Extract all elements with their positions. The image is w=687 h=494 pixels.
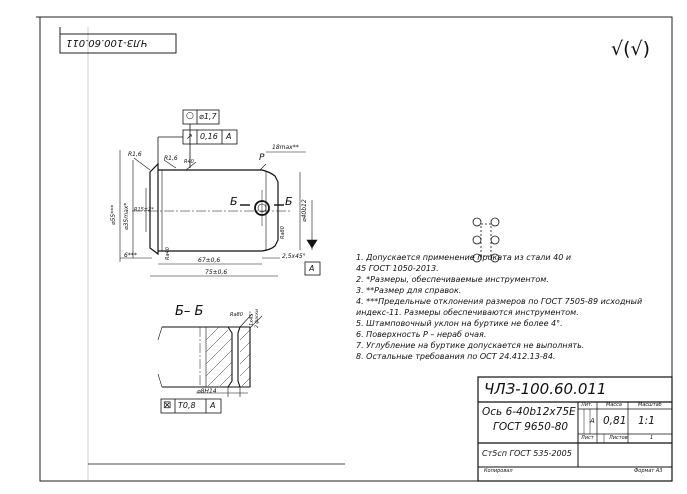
title-designation: ЧЛЗ-100.60.011: [484, 380, 607, 398]
section-ra: Ra80: [230, 312, 243, 318]
dim-len-67: 67±0,6: [198, 257, 221, 264]
note-line: 8. Остальные требования по ОСТ 24.412.13…: [356, 352, 556, 361]
cut-label-right: Б: [285, 195, 293, 208]
title-name-line1: Ось 6-40b12x75E: [482, 406, 576, 418]
note-line: индекс-11. Размеры обеспечиваются инстру…: [356, 308, 579, 317]
title-name-line2: ГОСТ 9650-80: [493, 421, 569, 433]
note-line: 45 ГОСТ 1050-2013.: [356, 264, 439, 273]
position-value: T0,8: [178, 401, 196, 410]
note-line: 5. Штамповочный уклон на буртике не боле…: [356, 319, 563, 328]
col-lit-header: Лит.: [581, 402, 593, 408]
surface-p-label: P: [259, 153, 265, 163]
runout-value: 0,16: [200, 132, 218, 141]
runout-symbol: ↗: [186, 132, 193, 141]
dim-ra-right: Ra80: [280, 226, 286, 239]
note-line: 4. ***Предельные отклонения размеров по …: [356, 297, 643, 306]
dim-dia-15: R15±2*: [134, 207, 154, 213]
dim-len-6: 6***: [124, 252, 137, 259]
note-line: 1. Допускается применение проката из ста…: [356, 253, 572, 262]
copied-label: Копировал: [484, 468, 513, 474]
lit-value: А: [590, 417, 595, 425]
section-hatch: [205, 326, 251, 387]
circularity-symbol: ○: [186, 111, 194, 121]
dim-len-75: 75±0,6: [205, 269, 228, 276]
scale-value: 1:1: [638, 415, 655, 427]
cut-label-left: Б: [230, 195, 238, 208]
sheet-frame: [36, 16, 673, 482]
format-label: Формат А3: [634, 468, 663, 474]
roughness-symbol: √(√): [611, 38, 651, 60]
title-material: Ст5сп ГОСТ 535-2005: [482, 449, 572, 458]
mass-value: 0,81: [603, 415, 627, 427]
dim-ra-left: Ra40: [165, 247, 171, 260]
note-line: 3. **Размер для справок.: [356, 286, 462, 295]
title-block-grid: [88, 376, 673, 482]
section-label: Б– Б: [175, 304, 204, 319]
sheets-count: 1: [650, 435, 654, 441]
section-dimension-lines: [196, 313, 263, 397]
dim-r-left: R1,6: [128, 151, 142, 158]
dim-r-shoulder: R1,6: [164, 155, 178, 162]
note-line: 6. Поверхность P – нераб очая.: [356, 330, 487, 339]
sheet-label: Лист: [581, 435, 594, 441]
datum-a-label: A: [309, 264, 315, 273]
dim-dia-55: ⌀55***: [110, 204, 117, 225]
circularity-value: ⌀1,7: [199, 112, 217, 121]
stamp-designation-rotated: ЧЛЗ-100.60.011: [66, 37, 148, 48]
position-symbol: ⊠: [163, 400, 172, 411]
technical-requirements: 1. Допускается применение проката из ста…: [356, 254, 642, 364]
stamp-circles: [472, 217, 500, 263]
section-note: 2 фаски: [255, 308, 260, 328]
dim-r-top: R40: [184, 159, 194, 165]
tolerance-frames: [157, 109, 321, 414]
dim-dia-40: ⌀40b12: [301, 199, 308, 222]
note-line: 7. Углубление на буртике допускается не …: [356, 341, 585, 350]
dim-len-18: 18max**: [272, 144, 299, 151]
dim-chamfer: 2,5x45°: [282, 253, 306, 260]
part-main-view: [132, 162, 292, 256]
dimension-lines: [119, 150, 318, 277]
section-hole-dim: ⌀8H14: [197, 388, 217, 395]
col-mass-header: Масса: [606, 402, 622, 408]
note-line: 2. *Размеры, обеспечиваемые инструментом…: [356, 275, 549, 284]
col-scale-header: Масштаб: [638, 402, 662, 408]
sheets-label: Листов: [609, 435, 628, 441]
runout-datum: A: [226, 132, 232, 141]
section-view: [157, 326, 251, 388]
dim-dia-35: ⌀35max*: [123, 202, 130, 230]
position-datum: A: [210, 401, 216, 410]
